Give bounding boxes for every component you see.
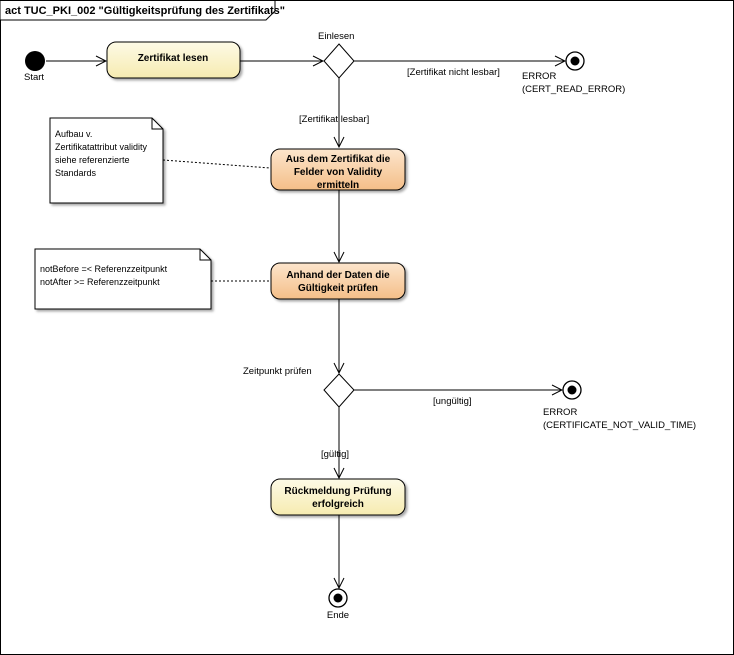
- note-validity: Aufbau v. Zertifikatattribut validity si…: [49, 117, 164, 204]
- decision-time-label: Zeitpunkt prüfen: [243, 366, 312, 377]
- action-extract-validity: Aus dem Zertifikat die Felder von Validi…: [270, 148, 406, 191]
- error1-title: ERROR: [522, 71, 556, 82]
- title-tab: [0, 0, 276, 21]
- action-read-certificate-label: Zertifikat lesen: [138, 53, 209, 64]
- note1-line4: Standards: [55, 168, 97, 178]
- error2-code: (CERTIFICATE_NOT_VALID_TIME): [543, 420, 696, 431]
- end-label: Ende: [327, 610, 349, 621]
- action-check-validity-line2: Gültigkeit prüfen: [298, 283, 378, 294]
- action-extract-validity-line3: ermitteln: [317, 180, 359, 191]
- action-report-success-line1: Rückmeldung Prüfung: [284, 486, 391, 497]
- final-node-end: [328, 588, 348, 608]
- start-label: Start: [24, 72, 44, 83]
- final-node-error2: [562, 380, 582, 400]
- action-report-success: Rückmeldung Prüfung erfolgreich: [270, 478, 406, 516]
- action-extract-validity-line2: Felder von Validity: [294, 167, 383, 178]
- diagram-title: act TUC_PKI_002 "Gültigkeitsprüfung des …: [5, 5, 285, 17]
- action-extract-validity-line1: Aus dem Zertifikat die: [286, 154, 391, 165]
- note2-line1: notBefore =< Referenzzeitpunkt: [40, 264, 168, 274]
- note-time-rules: notBefore =< Referenzzeitpunkt notAfter …: [34, 248, 212, 310]
- action-check-validity: Anhand der Daten die Gültigkeit prüfen: [270, 262, 406, 300]
- decision-read-label: Einlesen: [318, 31, 354, 42]
- note1-line3: siehe referenzierte: [55, 155, 130, 165]
- error1-code: (CERT_READ_ERROR): [522, 84, 625, 95]
- final-node-error1: [565, 51, 585, 71]
- note1-line1: Aufbau v.: [55, 129, 92, 139]
- guard-readable: [Zertifikat lesbar]: [299, 114, 369, 125]
- edges: [46, 61, 565, 588]
- note1-anchor: [162, 159, 271, 169]
- action-check-validity-line1: Anhand der Daten die: [286, 270, 390, 281]
- action-report-success-line2: erfolgreich: [312, 499, 364, 510]
- action-read-certificate: Zertifikat lesen: [106, 41, 241, 79]
- note1-line2: Zertifikatattribut validity: [55, 142, 148, 152]
- decision-read: [323, 43, 355, 79]
- guard-invalid: [ungültig]: [433, 396, 472, 407]
- guard-not-readable: [Zertifikat nicht lesbar]: [407, 67, 500, 78]
- decision-time: [323, 373, 355, 408]
- error2-title: ERROR: [543, 407, 577, 418]
- note2-line2: notAfter >= Referenzzeitpunkt: [40, 277, 160, 287]
- guard-valid: [gültig]: [321, 449, 349, 460]
- start-node: [25, 51, 45, 71]
